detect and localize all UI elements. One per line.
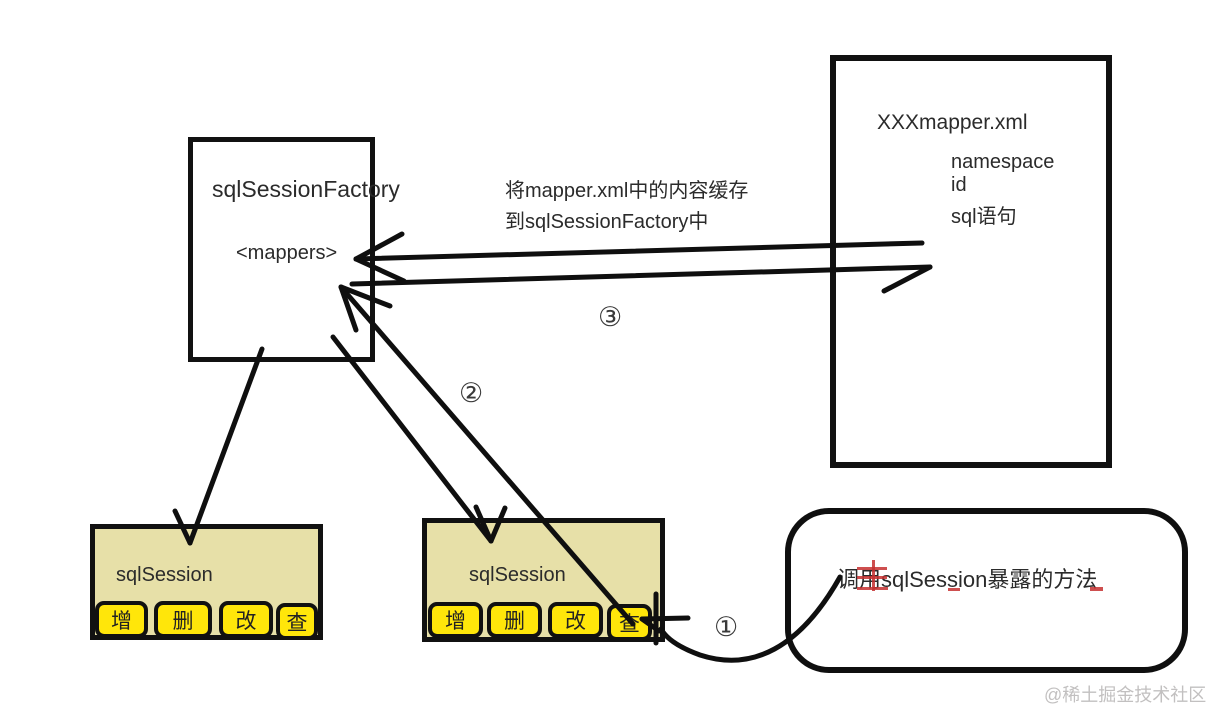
sqlsession-left-box: sqlSession 增 删 改 查 [90, 524, 323, 640]
xxxmapper-xml-title: XXXmapper.xml [877, 111, 1028, 134]
crud-button-select: 查 [607, 604, 652, 641]
mapper-item-sql: sql语句 [951, 206, 1017, 228]
xxxmapper-xml-box: XXXmapper.xml namespace id sql语句 [830, 55, 1112, 468]
step-1-badge: ① [714, 612, 739, 642]
sqlsession-left-title: sqlSession [116, 564, 213, 586]
crud-button-select: 查 [276, 603, 318, 640]
watermark: @稀土掘金技术社区 [1044, 685, 1207, 705]
arrow-factory-to-left-session-icon [172, 346, 265, 546]
sqlsession-middle-box: sqlSession 增 删 改 查 [422, 518, 665, 642]
cache-note-line1: 将mapper.xml中的内容缓存 [505, 180, 749, 202]
red-annotation-mark [857, 576, 887, 579]
mapper-item-namespace: namespace [951, 151, 1055, 173]
cache-note: 将mapper.xml中的内容缓存 到sqlSessionFactory中 [505, 176, 748, 238]
cache-note-line2: 到sqlSessionFactory中 [505, 211, 709, 233]
crud-button-delete: 删 [154, 601, 212, 638]
crud-button-update: 改 [219, 601, 273, 638]
sqlsession-middle-title: sqlSession [469, 564, 566, 586]
crud-button-delete: 删 [487, 602, 542, 638]
sqlsessionfactory-title: sqlSessionFactory [212, 176, 400, 202]
call-method-box: 调用sqlSession暴露的方法 [785, 508, 1188, 673]
sqlsessionfactory-box: sqlSessionFactory <mappers> [188, 137, 400, 362]
mappers-tag-label: <mappers> [236, 242, 338, 264]
crud-button-insert: 增 [95, 601, 148, 638]
red-annotation-mark [857, 587, 888, 590]
mapper-item-id: id [951, 174, 967, 196]
arrow-factory-to-middle-session-icon [330, 334, 508, 544]
red-annotation-mark [948, 588, 960, 591]
red-annotation-mark [1090, 587, 1103, 591]
crud-button-insert: 增 [428, 602, 483, 638]
red-annotation-mark [857, 567, 887, 570]
step-2-badge: ② [459, 378, 484, 408]
step-3-badge: ③ [598, 302, 623, 332]
red-annotation-mark [872, 560, 875, 591]
crud-button-update: 改 [548, 602, 603, 638]
